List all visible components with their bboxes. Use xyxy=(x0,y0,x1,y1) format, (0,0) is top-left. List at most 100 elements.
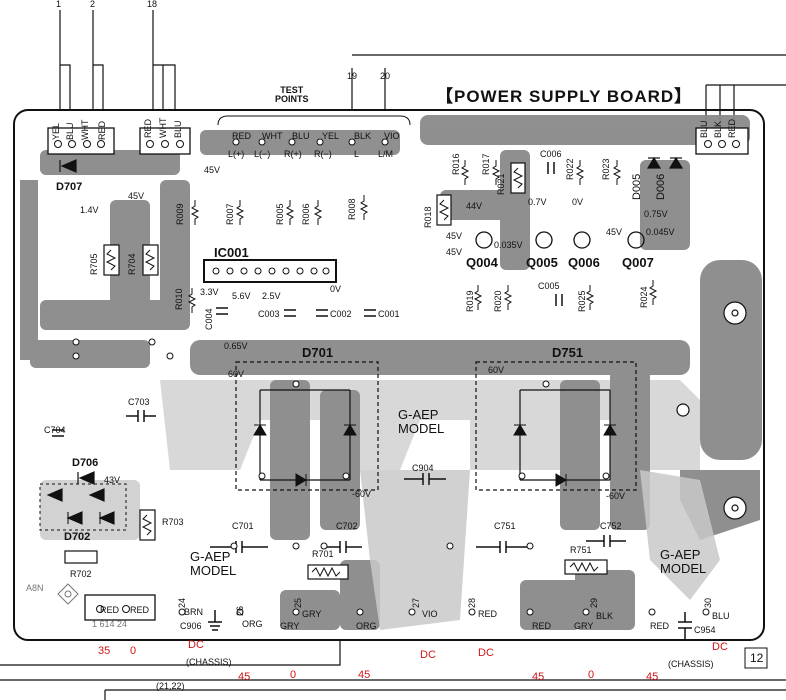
voltage-0-035v: 0.035V xyxy=(494,240,523,250)
annotation-45-c: 45 xyxy=(532,671,545,683)
label-d706: D706 xyxy=(72,457,99,469)
tp-wht-color: WHT xyxy=(262,131,283,141)
wire-left-wht: WHT xyxy=(80,119,90,141)
model-label-center: G-AEP MODEL xyxy=(398,407,445,436)
label-r751: R751 xyxy=(570,545,592,555)
bottom-wire-red-1: RED xyxy=(100,605,120,615)
label-r010: R010 xyxy=(174,288,184,310)
tp-wht-signal: L(−) xyxy=(254,149,271,159)
tp-red-signal: L(+) xyxy=(228,149,245,159)
voltage-45v-top: 45V xyxy=(204,165,221,175)
label-c751: C751 xyxy=(494,521,516,531)
label-r019: R019 xyxy=(465,290,475,312)
label-c004: C004 xyxy=(204,308,214,330)
tp-blk-signal: L xyxy=(354,149,360,159)
label-c704: C704 xyxy=(44,425,66,435)
label-q004: Q004 xyxy=(466,255,498,270)
annotation-dc-c: DC xyxy=(478,647,494,659)
label-c904: C904 xyxy=(412,463,434,473)
pin-24: 24 xyxy=(177,597,187,608)
label-d701: D701 xyxy=(302,345,334,360)
label-c701: C701 xyxy=(232,521,254,531)
wire-mid-red: RED xyxy=(143,118,153,138)
label-r704: R704 xyxy=(127,253,137,275)
label-c702: C702 xyxy=(336,521,358,531)
bottom-wire-blk: BLK xyxy=(596,611,614,621)
wire-mid-blu: BLU xyxy=(173,120,183,138)
annotation-0-a: 0 xyxy=(130,645,137,657)
annotation-45-d: 45 xyxy=(646,671,659,683)
voltage-60v-right: 60V xyxy=(488,365,505,375)
label-c954: C954 xyxy=(694,625,716,635)
label-r020: R020 xyxy=(493,290,503,312)
model-label-left: G-AEP MODEL xyxy=(190,549,237,578)
bottom-wire-red-3: RED xyxy=(478,609,498,619)
annotation-0-c: 0 xyxy=(588,669,595,681)
test-points-label: TEST POINTS xyxy=(275,85,309,104)
label-r018: R018 xyxy=(423,206,433,228)
label-r005: R005 xyxy=(275,203,285,225)
label-r009: R009 xyxy=(175,203,185,225)
voltage-0-75v: 0.75V xyxy=(644,209,668,219)
voltage-minus-60v-left: -60V xyxy=(352,489,372,499)
voltage-60v-left: 60V xyxy=(228,369,245,379)
label-q007: Q007 xyxy=(622,255,654,270)
label-r703: R703 xyxy=(162,517,184,527)
connector-number-20: 20 xyxy=(380,71,391,81)
tp-blu-color: BLU xyxy=(292,131,310,141)
pin-28: 28 xyxy=(467,597,477,608)
bottom-wire-gry-3: GRY xyxy=(574,621,594,631)
label-c002: C002 xyxy=(330,309,352,319)
voltage-0-7v: 0.7V xyxy=(528,197,547,207)
pin-27: 27 xyxy=(411,597,421,608)
wire-left-yel: YEL xyxy=(51,122,61,140)
tp-blk-color: BLK xyxy=(354,131,372,141)
voltage-0-65v: 0.65V xyxy=(224,341,248,351)
label-c006: C006 xyxy=(540,149,562,159)
label-r024: R024 xyxy=(639,286,649,308)
connector-number-1: 1 xyxy=(56,0,62,9)
bottom-wire-gry-1: GRY xyxy=(302,609,322,619)
model-label-right: G-AEP MODEL xyxy=(660,547,707,576)
wire-right-blk: BLK xyxy=(713,120,723,138)
bottom-wire-red-2: RED xyxy=(130,605,150,615)
page-number: 12 xyxy=(750,651,764,665)
label-r023: R023 xyxy=(601,158,611,180)
ground-refs: (21,22) xyxy=(156,681,185,691)
connector-number-18: 18 xyxy=(147,0,158,9)
pin-29: 29 xyxy=(589,597,599,608)
pin-26: 26 xyxy=(235,605,245,616)
voltage-45v-q3: 45V xyxy=(606,227,623,237)
chassis-left: (CHASSIS) xyxy=(186,657,232,667)
label-c703: C703 xyxy=(128,397,150,407)
label-d751: D751 xyxy=(552,345,584,360)
board-outline xyxy=(13,109,765,641)
pin-30: 30 xyxy=(703,597,713,608)
label-r006: R006 xyxy=(301,203,311,225)
voltage-44v: 44V xyxy=(466,201,483,211)
label-r025: R025 xyxy=(577,290,587,312)
label-d006: D006 xyxy=(655,173,667,200)
label-c001: C001 xyxy=(378,309,400,319)
label-q005: Q005 xyxy=(526,255,558,270)
label-r701: R701 xyxy=(312,549,334,559)
label-q006: Q006 xyxy=(568,255,600,270)
label-d005: D005 xyxy=(631,173,643,200)
connector-number-2: 2 xyxy=(90,0,96,9)
voltage-2-5v: 2.5V xyxy=(262,291,281,301)
label-ic001: IC001 xyxy=(214,245,249,260)
bottom-wire-org-1: ORG xyxy=(242,619,263,629)
connector-number-19: 19 xyxy=(347,71,358,81)
annotation-dc-b: DC xyxy=(420,649,436,661)
voltage-45v-mid: 45V xyxy=(128,191,145,201)
label-r021: R021 xyxy=(496,173,506,195)
wire-left-blu: BLU xyxy=(65,122,75,140)
chassis-right: (CHASSIS) xyxy=(668,659,714,669)
tp-yel-color: YEL xyxy=(322,131,340,141)
label-r705: R705 xyxy=(89,253,99,275)
label-c003: C003 xyxy=(258,309,280,319)
voltage-minus-60v-right: -60V xyxy=(606,491,626,501)
voltage-5-6v: 5.6V xyxy=(232,291,251,301)
